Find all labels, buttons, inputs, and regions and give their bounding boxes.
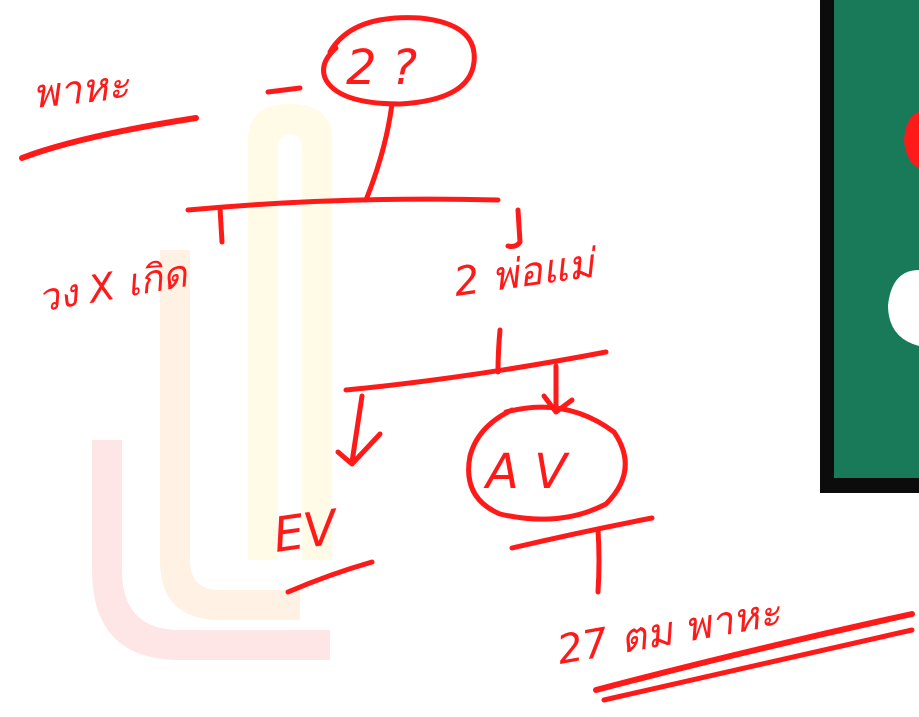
sibling-bar [185, 196, 501, 213]
right-child-stem [495, 327, 503, 375]
bottom-underline-2 [601, 627, 915, 703]
root-dash [265, 85, 303, 95]
left-arrow [335, 393, 383, 467]
pedigree-ink: พาหะ 2 ? วง X เกิด 2 พ่อแม่ [19, 15, 915, 703]
right-grandchild: A V [483, 444, 570, 500]
right-grandchild-circle [466, 404, 628, 522]
webcam-overlay [820, 0, 919, 493]
watermark-logo [92, 104, 332, 660]
grandchild-strike [509, 515, 655, 551]
bottom-underline-1 [593, 611, 915, 693]
top-left-word: พาหะ [30, 62, 132, 118]
left-drop [217, 205, 225, 245]
root-stem [363, 101, 395, 203]
root-value: 2 ? [346, 40, 417, 96]
root-circle [321, 15, 477, 107]
second-bar [343, 349, 609, 393]
right-drop [505, 207, 523, 249]
watermark-yellow-arc [248, 104, 332, 560]
watermark-red-arc [92, 440, 330, 660]
bottom-result: 27 ตม พาหะ [554, 589, 785, 674]
bottom-stem [595, 527, 602, 595]
webcam-panel [834, 0, 919, 478]
left-grandchild-underline [285, 559, 375, 595]
top-left-underline [19, 115, 199, 161]
webcam-figure-shoulder [888, 270, 919, 346]
watermark-peach-arc [160, 250, 300, 620]
left-grandchild: EV [270, 499, 343, 564]
right-arrow [541, 363, 575, 415]
webcam-figure-head [904, 112, 919, 168]
right-child-label: 2 พ่อแม่ [451, 240, 602, 306]
